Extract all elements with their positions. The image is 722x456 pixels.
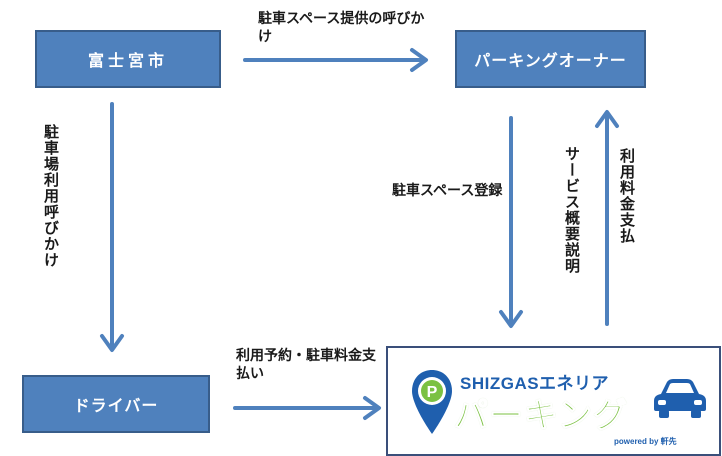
edge-label-offer: 駐車スペース提供の呼びかけ — [258, 11, 425, 45]
location-pin-icon: P — [412, 370, 452, 434]
node-fujinomiya-city: 富士宮市 — [35, 30, 221, 88]
edge-label-reserve: 利用予約・駐車料金支払い — [236, 348, 376, 382]
logo-powered-by: powered by 軒先 — [614, 437, 677, 446]
arrowhead-city-to-owner — [410, 48, 428, 72]
logo-brand-text: SHIZGASエネリア — [460, 374, 610, 393]
node-parking-owner: パーキングオーナー — [455, 30, 646, 88]
edge-label-register: 駐車スペース登録 — [392, 183, 503, 199]
arrowhead-driver-to-logo — [363, 396, 381, 420]
parking-service-logo: P SHIZGASエネリア パーキング powered by 軒先 — [386, 346, 721, 456]
node-label: ドライバー — [73, 396, 159, 415]
logo-main-text: パーキング — [454, 396, 628, 437]
arrowhead-owner-to-logo — [499, 310, 523, 328]
node-label: パーキングオーナー — [474, 51, 627, 70]
node-label: 富士宮市 — [87, 51, 168, 70]
pin-letter: P — [427, 384, 438, 401]
edge-label-call-drivers: 駐車場利用呼びかけ — [42, 124, 60, 268]
edge-label-service-explain: サービス概要説明 — [563, 146, 581, 274]
car-icon — [654, 379, 706, 418]
edge-label-fee-payment: 利用料金支払 — [618, 148, 636, 244]
arrowhead-city-to-driver — [100, 334, 124, 352]
node-driver: ドライバー — [22, 375, 210, 433]
arrowhead-logo-to-owner — [595, 110, 619, 128]
